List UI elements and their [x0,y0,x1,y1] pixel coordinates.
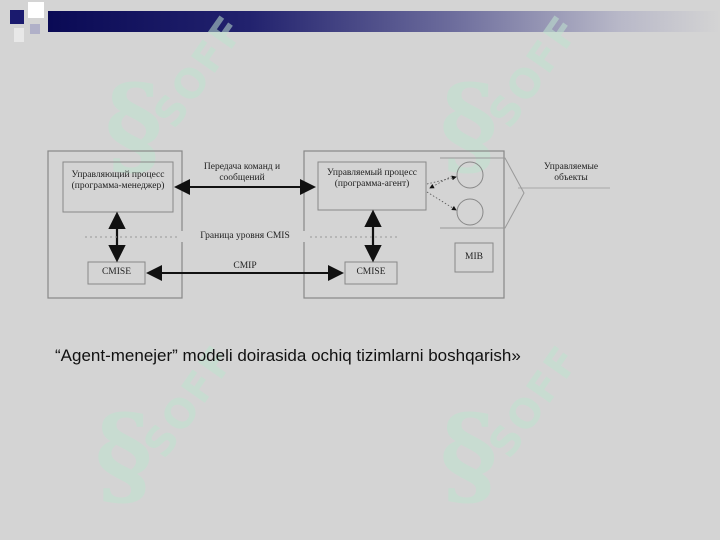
slide-caption: “Agent-menejer” modeli doirasida ochiq t… [55,346,521,365]
command-transfer-label: Передача команд и сообщений [203,162,281,183]
agent-system-box [303,150,505,299]
corner-square-light [28,2,44,18]
corner-square-dark [10,10,24,24]
manager-system-box [47,150,183,299]
managed-object-circle [456,198,484,226]
agent-process-label: Управляемый процесс (программа-агент) [326,168,418,189]
cmis-boundary-label: Граница уровня CMIS [180,231,310,242]
title-accent-band [48,11,720,32]
cmip-label: CMIP [233,261,257,271]
managed-objects-enclosure [440,157,525,229]
cmise-right-label: CMISE [356,267,386,277]
managed-objects-label: Управляемые объекты [543,162,599,183]
mib-label: MIB [465,252,483,262]
corner-square-grey [14,28,24,42]
manager-process-label: Управляющий процесс (программа-менеджер) [71,170,165,191]
cmise-left-label: CMISE [101,267,132,277]
corner-square-small [30,24,40,34]
managed-object-circle [456,161,484,189]
mib-box [454,242,494,273]
